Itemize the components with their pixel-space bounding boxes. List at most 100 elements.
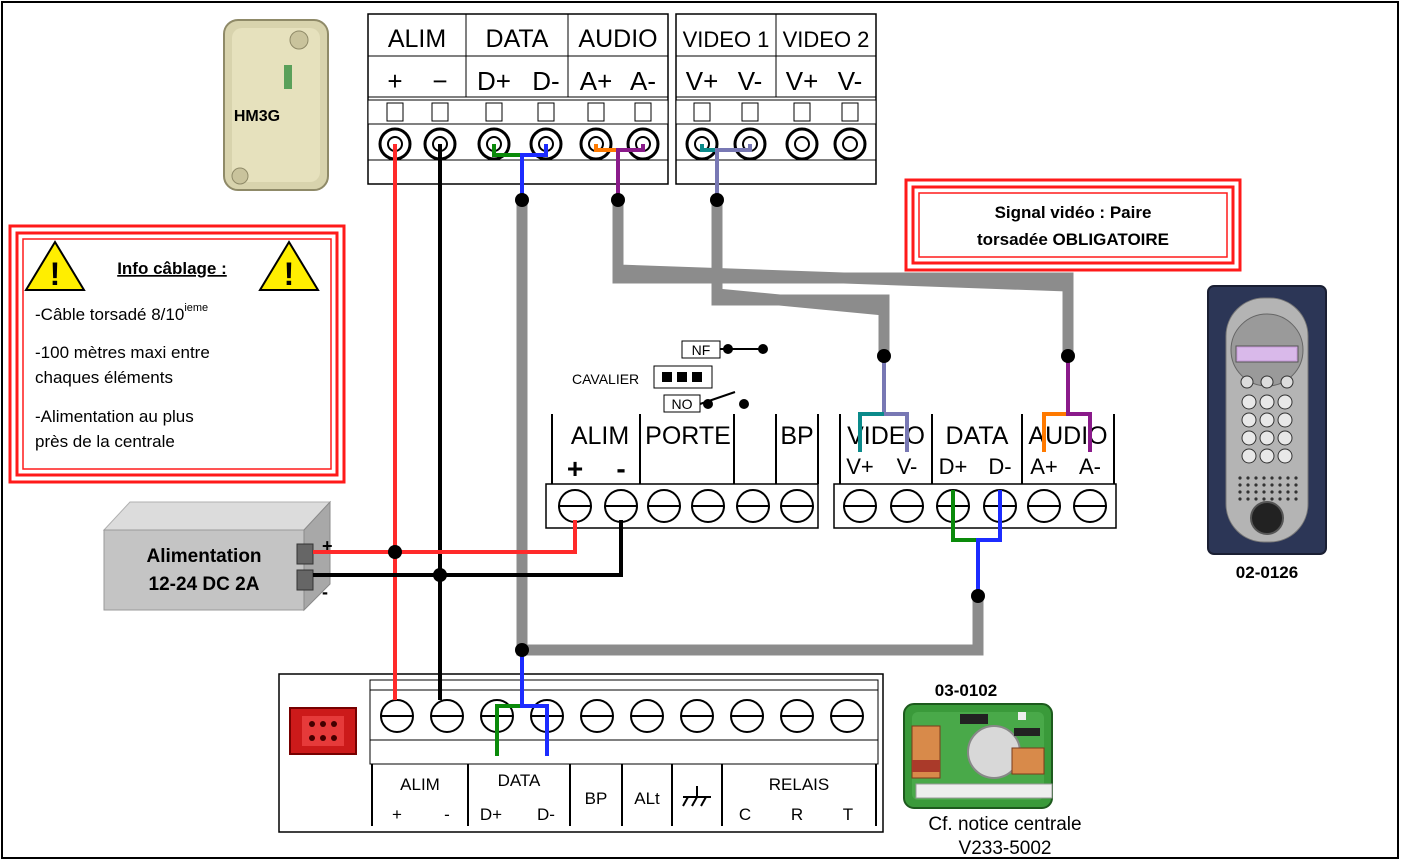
grill-hole	[1270, 497, 1274, 501]
junction-dot	[388, 545, 402, 559]
top-group-data: DATA	[486, 25, 549, 53]
top-slot	[693, 102, 711, 122]
grill-hole	[1270, 490, 1274, 494]
top-group-alim: ALIM	[388, 25, 446, 53]
wires	[313, 144, 1092, 756]
mid-left-screws	[558, 489, 814, 523]
wire-top-vplus	[700, 144, 717, 152]
bottom-term-t: T	[843, 805, 853, 824]
top-terminal-block: ALIM DATA AUDIO VIDEO 1 VIDEO 2 + − D+ D…	[367, 13, 877, 185]
panel-key	[1241, 430, 1257, 446]
bottom-term-r: R	[791, 805, 803, 824]
grill-hole	[1262, 490, 1266, 494]
grill-hole	[1278, 490, 1282, 494]
mid-audio: AUDIO	[1028, 422, 1107, 450]
top-screw-inner	[842, 136, 858, 152]
grill-hole	[1238, 476, 1242, 480]
top-slot	[841, 102, 859, 122]
mid-term-1: V+	[846, 454, 874, 479]
bottom-data: DATA	[498, 771, 541, 790]
panel-key	[1259, 394, 1275, 410]
video-note-line2: torsadée OBLIGATOIRE	[977, 230, 1169, 249]
top-slot	[537, 102, 555, 122]
panel-key	[1259, 448, 1275, 464]
top-group-video2: VIDEO 2	[783, 27, 870, 52]
bottom-term-c: C	[739, 805, 751, 824]
top-group-audio: AUDIO	[578, 25, 657, 53]
wire-top-dplus	[492, 144, 522, 157]
junction-dot	[877, 349, 891, 363]
panel-key	[1259, 412, 1275, 428]
grill-hole	[1270, 476, 1274, 480]
grill-hole	[1238, 490, 1242, 494]
panel-key	[1241, 412, 1257, 428]
wire-top-aminus	[616, 144, 645, 200]
junction-dot	[710, 193, 724, 207]
psu-line1: Alimentation	[146, 546, 261, 567]
grill-hole	[1238, 483, 1242, 487]
bottom-term-minus: -	[444, 805, 450, 824]
bottom-term-plus: +	[392, 805, 402, 824]
top-screw-inner	[794, 136, 810, 152]
panel-key	[1277, 412, 1293, 428]
info-line3b: près de la centrale	[35, 432, 175, 451]
mid-porte: PORTE	[645, 422, 731, 450]
panel-key	[1241, 394, 1257, 410]
jumper-no: NO	[672, 396, 693, 412]
bottom-term-dminus: D-	[537, 805, 555, 824]
info-box: ! ! Info câblage : -Câble torsadé 8/10ie…	[8, 224, 346, 484]
central-note2: V233-5002	[959, 838, 1052, 859]
mid-bp: BP	[780, 422, 813, 450]
wire-mid-dplus	[951, 490, 978, 542]
junction-dot	[515, 193, 529, 207]
warning-icon: !	[258, 240, 320, 292]
panel-speaker-grill	[1238, 476, 1298, 501]
hm3g-label: HM3G	[234, 108, 280, 125]
cable-video	[711, 200, 890, 356]
power-supply: Alimentation 12-24 DC 2A + -	[102, 500, 333, 612]
grill-hole	[1262, 476, 1266, 480]
top-term-4: D-	[532, 66, 559, 96]
info-line2a: -100 mètres maxi entre	[35, 343, 210, 362]
top-term-7: V+	[686, 66, 719, 96]
central-note1: Cf. notice centrale	[928, 814, 1081, 835]
panel-key	[1277, 448, 1293, 464]
mid-plus: +	[567, 453, 583, 484]
grill-hole	[1278, 483, 1282, 487]
mid-term-3: D+	[939, 454, 968, 479]
bottom-bp: BP	[585, 789, 608, 808]
bottom-term-dplus: D+	[480, 805, 502, 824]
grill-hole	[1246, 490, 1250, 494]
grill-hole	[1254, 497, 1258, 501]
top-term-5: A+	[580, 66, 613, 96]
grill-hole	[1294, 490, 1298, 494]
top-slot	[634, 102, 652, 122]
top-term-9: V+	[786, 66, 819, 96]
top-term-8: V-	[738, 66, 763, 96]
svg-text:!: !	[284, 256, 295, 292]
jumper-label: CAVALIER	[572, 371, 639, 387]
grill-hole	[1286, 483, 1290, 487]
top-slot	[386, 102, 404, 122]
wire-psu-minus	[313, 520, 623, 577]
mid-term-6: A-	[1079, 454, 1101, 479]
info-line3a: -Alimentation au plus	[35, 407, 194, 426]
bottom-block: ALIM DATA BP ALt RELAIS + - D+ D- C R T	[278, 673, 884, 833]
grill-hole	[1294, 476, 1298, 480]
wire-bottom-dminus	[520, 650, 549, 756]
bottom-alt: ALt	[634, 789, 660, 808]
grill-hole	[1262, 483, 1266, 487]
junction-dot	[611, 193, 625, 207]
grill-hole	[1254, 476, 1258, 480]
mid-minus: -	[616, 453, 625, 484]
bottom-relais: RELAIS	[769, 775, 829, 794]
junction-dot	[1061, 349, 1075, 363]
grill-hole	[1294, 483, 1298, 487]
psu-plus: +	[322, 536, 333, 556]
psu-minus: -	[322, 582, 328, 602]
panel-key	[1277, 394, 1293, 410]
wire-mid-aminus	[1066, 356, 1092, 452]
video-note-line1: Signal vidéo : Paire	[995, 203, 1152, 222]
